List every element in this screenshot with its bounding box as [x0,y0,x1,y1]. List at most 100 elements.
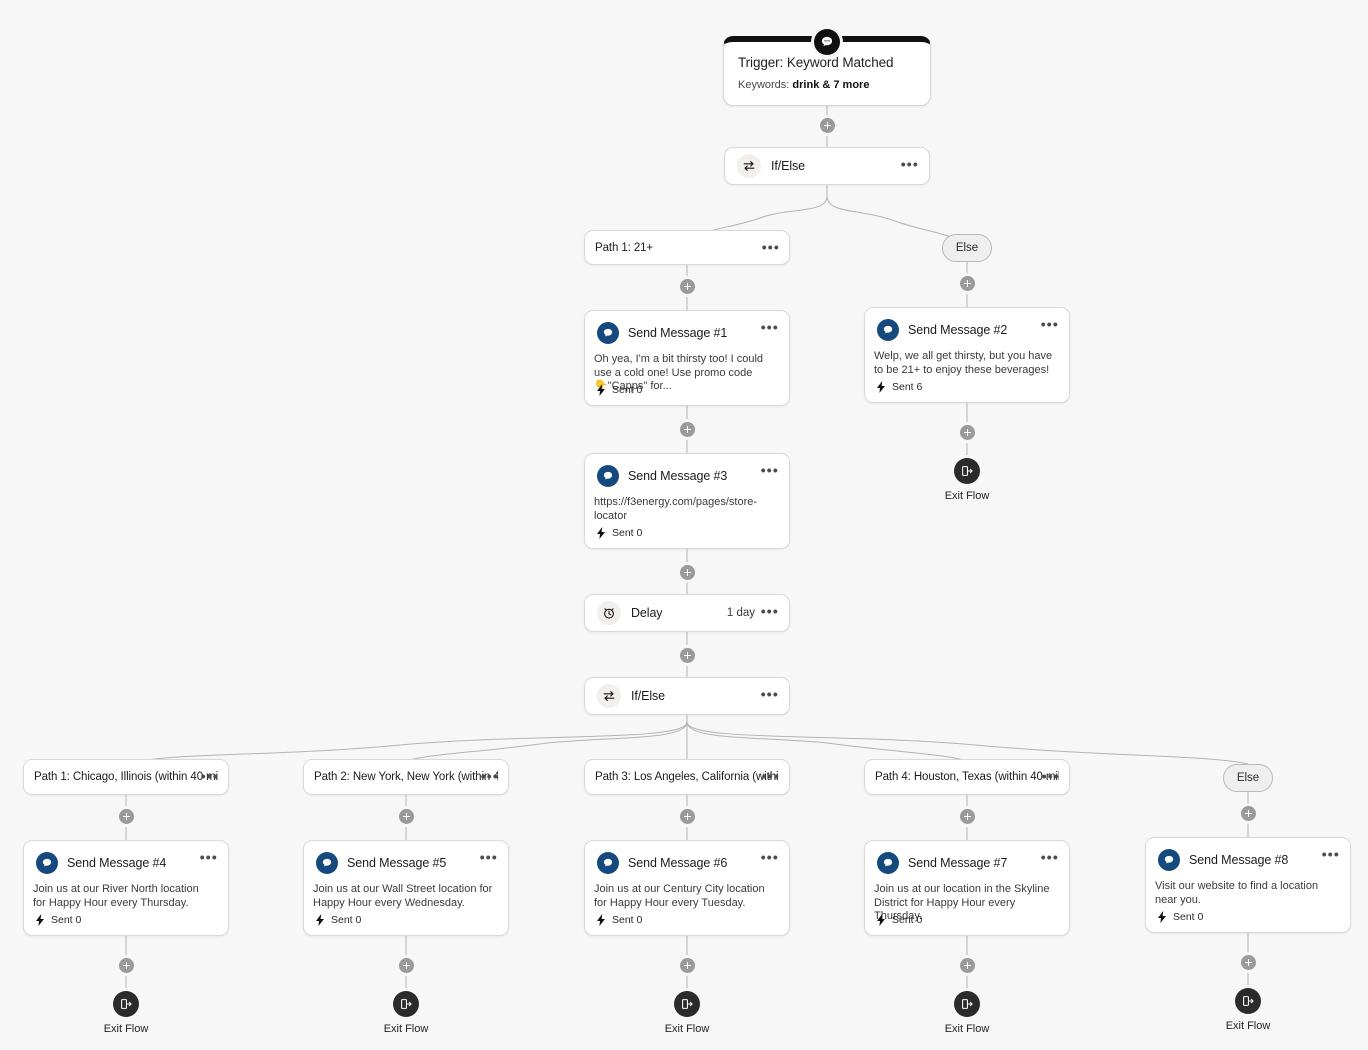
path-node-bottom-3-menu[interactable]: ••• [761,768,780,784]
message-card-1-menu[interactable]: ••• [760,319,779,335]
path-node-top-1[interactable]: Path 1: 21+ ••• [584,230,790,265]
add-step-button-else-top[interactable] [960,276,975,291]
message-card-7-header: Send Message #7 ••• [865,841,1069,874]
path-node-bottom-1[interactable]: Path 1: Chicago, Illinois (within 40 mil… [23,759,229,795]
message-card-3-title: Send Message #3 [628,469,728,483]
chat-bubble-icon [597,322,619,344]
ifelse-node-2-menu[interactable]: ••• [760,686,779,702]
path-node-bottom-1-menu[interactable]: ••• [200,768,219,784]
add-step-button-bpath2[interactable] [399,809,414,824]
add-step-button-msg4[interactable] [119,958,134,973]
message-card-6-sent: Sent 0 [596,914,642,926]
chat-bubble-icon [877,319,899,341]
exit-flow-node-1[interactable]: Exit Flow [92,991,160,1035]
message-card-1[interactable]: Send Message #1 ••• Oh yea, I'm a bit th… [584,310,790,406]
alarm-clock-icon [597,601,621,625]
message-card-1-header: Send Message #1 ••• [585,311,789,344]
else-pill-bottom[interactable]: Else [1223,764,1273,792]
message-card-8-title: Send Message #8 [1189,853,1289,867]
lightning-bolt-icon [596,384,606,396]
exit-flow-node-2[interactable]: Exit Flow [372,991,440,1035]
message-card-2-sent-label: Sent 6 [892,381,923,393]
message-card-2-header: Send Message #2 ••• [865,308,1069,341]
message-card-4-menu[interactable]: ••• [199,849,218,865]
delay-node-menu[interactable]: ••• [760,603,779,619]
exit-flow-node-4[interactable]: Exit Flow [933,991,1001,1035]
path-node-bottom-2[interactable]: Path 2: New York, New York (within 40 ..… [303,759,509,795]
ifelse-node-1-menu[interactable]: ••• [900,156,919,172]
message-card-3[interactable]: Send Message #3 ••• https://f3energy.com… [584,453,790,549]
chat-bubble-icon [1158,849,1180,871]
path-node-top-1-menu[interactable]: ••• [761,238,780,255]
message-card-2[interactable]: Send Message #2 ••• Welp, we all get thi… [864,307,1070,403]
message-card-1-sent-label: Sent 0 [612,384,643,396]
message-card-7-sent-label: Sent 0 [892,914,923,926]
ifelse-node-1[interactable]: If/Else ••• [724,147,930,185]
add-step-button-delay[interactable] [680,648,695,663]
add-step-button-belse[interactable] [1241,806,1256,821]
message-card-5[interactable]: Send Message #5 ••• Join us at our Wall … [303,840,509,936]
message-card-6-menu[interactable]: ••• [760,849,779,865]
delay-node[interactable]: Delay 1 day ••• [584,594,790,632]
ifelse-node-2[interactable]: If/Else ••• [584,677,790,715]
exit-flow-label: Exit Flow [664,1023,710,1035]
message-card-7[interactable]: Send Message #7 ••• Join us at our locat… [864,840,1070,936]
message-card-7-menu[interactable]: ••• [1040,849,1059,865]
path-node-bottom-2-menu[interactable]: ••• [480,768,499,784]
else-pill-top-label: Else [955,242,979,254]
path-node-top-1-label: Path 1: 21+ [595,241,654,254]
else-pill-bottom-label: Else [1236,772,1260,784]
trigger-title: Trigger: Keyword Matched [738,55,894,70]
add-step-button-msg7[interactable] [960,958,975,973]
message-card-5-title: Send Message #5 [347,856,447,870]
lightning-bolt-icon [35,914,45,926]
add-step-button-msg2[interactable] [960,425,975,440]
trigger-node[interactable]: Trigger: Keyword Matched Keywords: drink… [723,29,931,106]
exit-flow-label: Exit Flow [383,1023,429,1035]
lightning-bolt-icon [596,527,606,539]
add-step-button-msg1[interactable] [680,422,695,437]
exit-flow-node-5[interactable]: Exit Flow [1214,988,1282,1032]
message-card-3-menu[interactable]: ••• [760,462,779,478]
add-step-button-trigger[interactable] [820,118,835,133]
message-card-3-sent-label: Sent 0 [612,527,643,539]
trigger-keywords: Keywords: drink & 7 more [738,79,916,91]
add-step-button-msg3[interactable] [680,565,695,580]
message-card-8-menu[interactable]: ••• [1321,846,1340,862]
chat-bubble-icon [316,852,338,874]
message-card-5-sent-label: Sent 0 [331,914,362,926]
add-step-button-bpath3[interactable] [680,809,695,824]
message-card-4[interactable]: Send Message #4 ••• Join us at our River… [23,840,229,936]
message-card-1-sent: Sent 0 [596,384,642,396]
message-card-1-body: Oh yea, I'm a bit thirsty too! I could u… [594,353,764,393]
add-step-button-msg8[interactable] [1241,955,1256,970]
message-card-7-sent: Sent 0 [876,914,922,926]
path-node-bottom-3[interactable]: Path 3: Los Angeles, California (within … [584,759,790,795]
branch-arrows-icon [597,684,621,708]
chat-bubble-icon [597,852,619,874]
ifelse-node-1-label: If/Else [771,159,806,173]
path-node-bottom-4-label: Path 4: Houston, Texas (within 40 miles) [875,771,1059,783]
branch-arrows-icon [737,154,761,178]
message-card-3-body: https://f3energy.com/pages/store-locator [594,496,758,522]
message-card-4-header: Send Message #4 ••• [24,841,228,874]
add-step-button-msg5[interactable] [399,958,414,973]
exit-flow-node-3[interactable]: Exit Flow [653,991,721,1035]
path-node-bottom-4-menu[interactable]: ••• [1041,768,1060,784]
add-step-button-bpath4[interactable] [960,809,975,824]
add-step-button-path1[interactable] [680,279,695,294]
message-card-4-title: Send Message #4 [67,856,167,870]
exit-flow-label: Exit Flow [944,1023,990,1035]
message-card-2-menu[interactable]: ••• [1040,316,1059,332]
else-pill-top[interactable]: Else [942,234,992,262]
message-card-6-body: Join us at our Century City location for… [594,883,765,909]
message-card-5-menu[interactable]: ••• [479,849,498,865]
message-card-8[interactable]: Send Message #8 ••• Visit our website to… [1145,837,1351,933]
exit-flow-node-else-top[interactable]: Exit Flow [933,458,1001,502]
message-card-6[interactable]: Send Message #6 ••• Join us at our Centu… [584,840,790,936]
path-node-bottom-4[interactable]: Path 4: Houston, Texas (within 40 miles)… [864,759,1070,795]
message-card-4-sent: Sent 0 [35,914,81,926]
add-step-button-msg6[interactable] [680,958,695,973]
add-step-button-bpath1[interactable] [119,809,134,824]
